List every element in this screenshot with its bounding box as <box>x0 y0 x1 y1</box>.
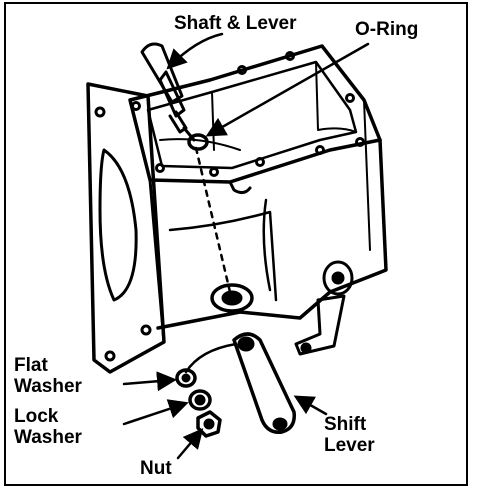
shaft-axis-hidden-line <box>194 146 232 294</box>
lock-washer-label-line-2: Washer <box>14 427 82 448</box>
rim-bolt-hole <box>285 51 295 61</box>
flat-washer-leader-arrow <box>122 371 177 392</box>
shift-lever-label: Shift Lever <box>324 414 375 456</box>
shaft-lever-leader-arrow <box>166 32 224 70</box>
rim-bolt-hole <box>237 65 247 75</box>
flange-bore <box>98 148 138 302</box>
shift-lever-label-line-1: Shift <box>324 414 367 435</box>
mounting-flange <box>86 82 166 374</box>
shift-lever <box>232 332 296 434</box>
case-lower-rib <box>168 198 278 302</box>
o-ring <box>187 133 209 151</box>
rim-bolt-hole <box>315 145 325 155</box>
rim-bolt-hole <box>131 101 141 111</box>
flange-bolt-hole <box>94 106 106 118</box>
lock-washer-label: Lock Washer <box>14 406 82 448</box>
rim-bolt-hole <box>355 137 365 147</box>
o-ring-leader-arrow <box>205 42 370 137</box>
case-bottom-edge <box>156 290 332 330</box>
flange-bolt-hole <box>140 324 152 336</box>
case-right-side-detail <box>363 99 371 251</box>
flange-bolt-hole <box>104 350 116 362</box>
transmission-case <box>86 44 388 374</box>
lock-washer-part <box>188 389 212 411</box>
shift-lever-leader-arrow <box>293 395 328 416</box>
flat-washer-label: Flat Washer <box>14 355 82 397</box>
case-right-side <box>328 138 388 294</box>
rim-bolt-hole <box>209 167 219 177</box>
nut-part <box>196 410 222 438</box>
lock-washer-leader-arrow <box>122 399 189 426</box>
nut-leader-arrow <box>176 428 204 460</box>
rim-bolt-hole <box>155 163 165 173</box>
case-front-face <box>148 178 252 344</box>
rim-bolt-hole <box>255 157 265 167</box>
rim-bolt-hole <box>345 93 355 103</box>
side-linkage <box>294 260 354 356</box>
flat-washer-label-line-2: Washer <box>14 376 82 397</box>
shift-lever-label-line-2: Lever <box>324 435 375 456</box>
lock-washer-label-line-1: Lock <box>14 406 59 427</box>
flat-washer-label-line-1: Flat <box>14 355 48 376</box>
o-ring-label: O-Ring <box>355 19 419 40</box>
diagram-border <box>4 2 468 486</box>
nut-label: Nut <box>140 458 172 479</box>
flat-washer-part <box>175 368 197 388</box>
shaft-boss <box>210 283 254 313</box>
stud-connector-line <box>184 342 238 374</box>
shaft-lever-label: Shaft & Lever <box>174 13 297 34</box>
